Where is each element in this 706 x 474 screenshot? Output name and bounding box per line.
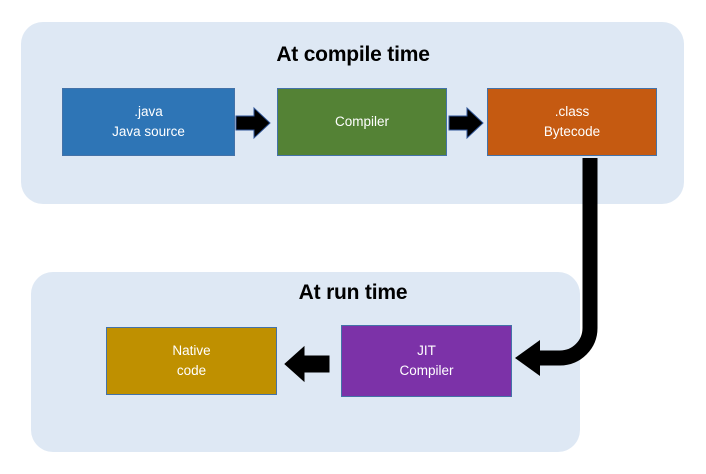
node-jit-compiler: JIT Compiler xyxy=(341,325,512,397)
arrow-bytecode-to-jit-icon xyxy=(515,158,598,376)
node-compiler-line1: Compiler xyxy=(334,114,389,130)
node-bytecode-line2: Bytecode xyxy=(543,124,601,139)
run-time-title: At run time xyxy=(298,281,408,304)
arrow-compiler-to-bytecode-icon xyxy=(448,106,484,140)
node-native-code-line2: code xyxy=(176,363,207,378)
node-compiler: Compiler xyxy=(277,88,447,156)
node-jit-compiler-line2: Compiler xyxy=(399,363,454,378)
arrow-jit-to-native-icon xyxy=(284,345,330,383)
node-java-source-line1: .java xyxy=(134,104,163,120)
node-java-source-line2: Java source xyxy=(112,124,185,139)
node-native-code: Native code xyxy=(106,327,277,395)
compile-time-title: At compile time xyxy=(276,43,430,66)
node-bytecode-line1: .class xyxy=(554,104,590,120)
node-native-code-line1: Native xyxy=(172,343,211,359)
node-java-source: .java Java source xyxy=(62,88,235,156)
node-jit-compiler-line1: JIT xyxy=(417,343,436,359)
arrow-java-to-compiler-icon xyxy=(235,106,271,140)
node-bytecode: .class Bytecode xyxy=(487,88,657,156)
